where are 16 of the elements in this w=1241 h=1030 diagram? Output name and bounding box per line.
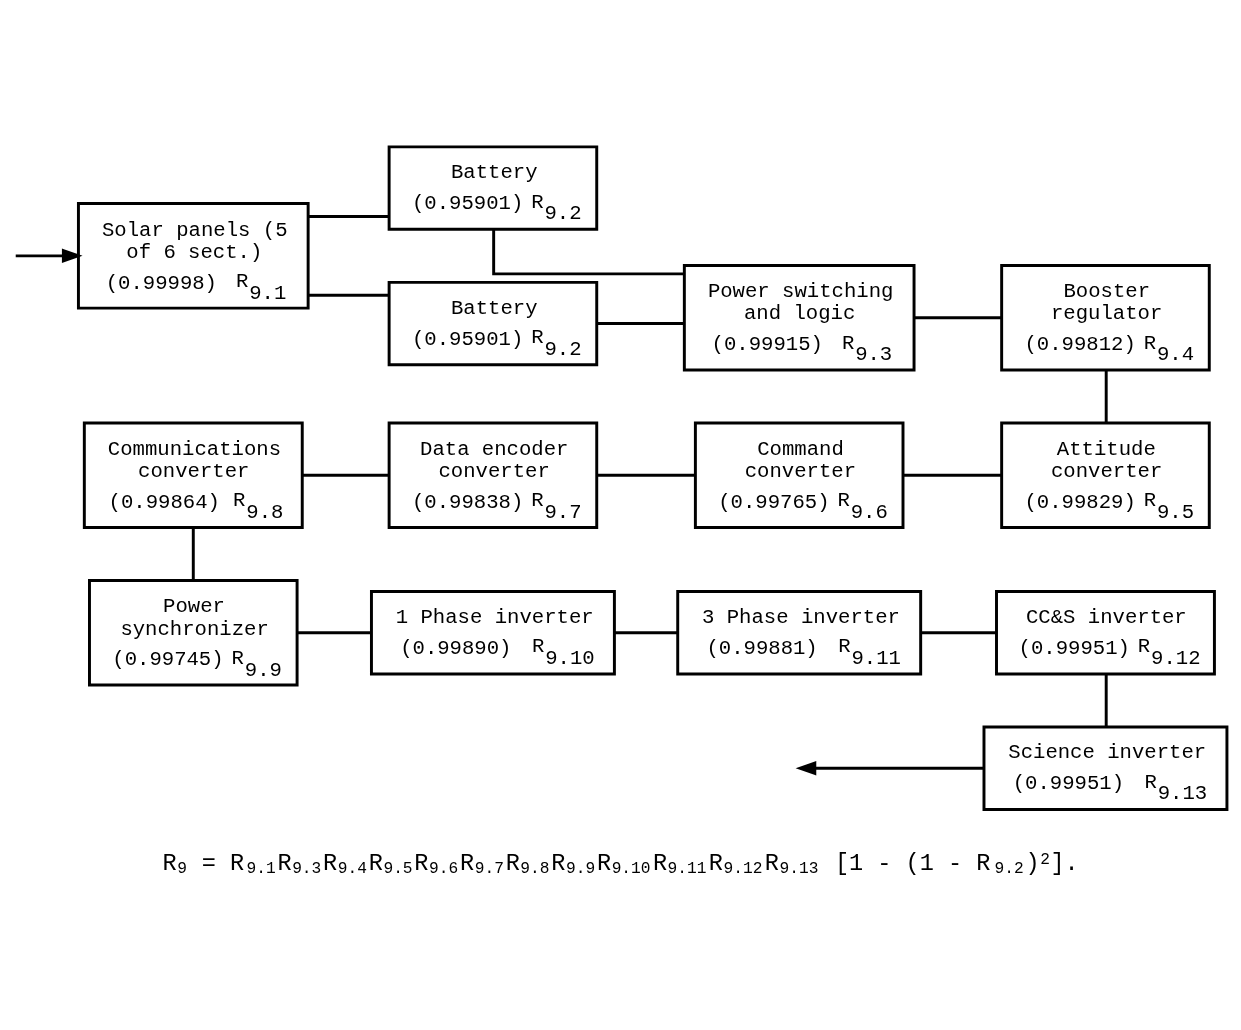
connector <box>903 473 1002 477</box>
connector <box>492 229 685 276</box>
connector <box>191 527 195 580</box>
connector <box>1104 370 1108 423</box>
connector <box>1104 674 1108 727</box>
connector <box>308 293 390 297</box>
connector <box>597 322 685 326</box>
arrow <box>15 248 83 264</box>
connector <box>308 215 390 218</box>
connector <box>297 631 372 635</box>
connector <box>614 631 678 635</box>
connector <box>596 473 696 477</box>
connector <box>914 316 1002 320</box>
arrow <box>795 761 984 776</box>
connector <box>302 473 389 477</box>
connector <box>920 631 997 635</box>
